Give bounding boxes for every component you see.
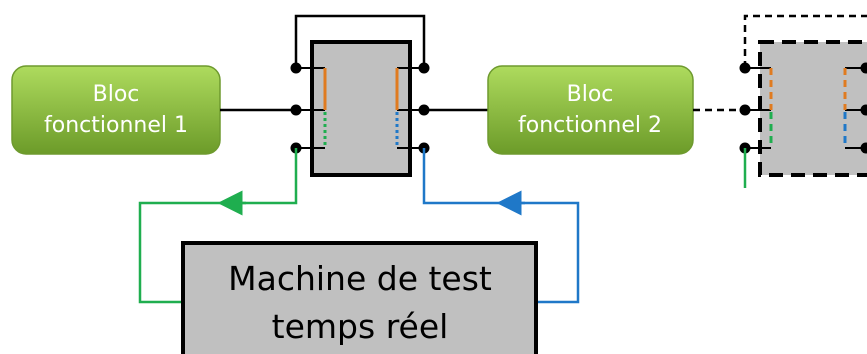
green-signal-wire — [138, 148, 298, 304]
bloc-fonctionnel-2: Bloc fonctionnel 2 — [487, 65, 694, 155]
bloc-1-label-line2: fonctionnel 1 — [44, 113, 188, 138]
switch-2-terminal — [860, 104, 867, 116]
switch-2-terminal — [860, 62, 867, 74]
switch-2-terminal — [739, 104, 751, 116]
machine-label-line2: temps réel — [272, 307, 449, 346]
switch-1-terminal — [418, 62, 430, 74]
switch-1-terminal — [290, 62, 302, 74]
switch-2-terminal — [860, 142, 867, 154]
switch-box-2 — [739, 14, 867, 188]
switch-1-terminal — [290, 104, 302, 116]
real-time-test-machine: Machine de test temps réel — [181, 241, 538, 354]
switch-2-terminal — [739, 62, 751, 74]
bloc-fonctionnel-1: Bloc fonctionnel 1 — [11, 65, 221, 155]
switch-box-1 — [290, 14, 430, 177]
machine-label-line1: Machine de test — [228, 259, 492, 298]
bloc-2-label-line2: fonctionnel 2 — [518, 113, 662, 138]
blue-signal-wire — [422, 148, 580, 304]
switch-2-bypass-wire — [743, 14, 867, 68]
bloc-2-label-line1: Bloc — [567, 82, 614, 107]
switch-1-bypass-wire — [294, 14, 426, 68]
bloc-1-label-line1: Bloc — [93, 82, 140, 107]
